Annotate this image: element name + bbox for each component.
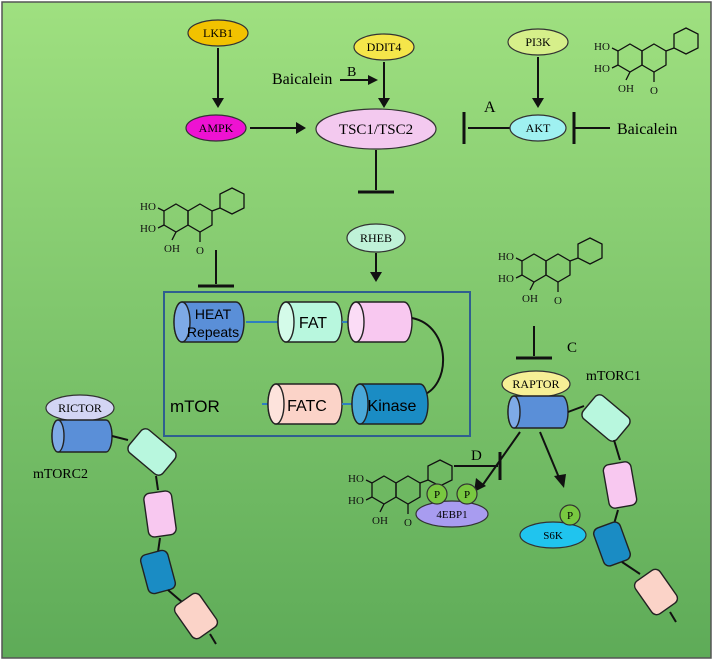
svg-text:FAT: FAT <box>299 315 327 332</box>
mtorc1-to-s6k-arrow <box>539 431 561 481</box>
fat-domain: FAT <box>277 301 343 343</box>
s6k-node: S6K P <box>519 504 587 549</box>
domain-linker <box>411 317 444 397</box>
label-a: A <box>484 99 496 116</box>
svg-text:O: O <box>404 517 412 529</box>
fatc-domain: FATC <box>262 383 343 425</box>
rheb-label: RHEB <box>360 231 392 245</box>
raptor-label: RAPTOR <box>512 377 559 391</box>
svg-text:O: O <box>554 295 562 307</box>
baicalein-a-label: Baicalein <box>617 121 677 138</box>
svg-text:OH: OH <box>164 243 180 255</box>
rictor-node: RICTOR <box>45 394 115 422</box>
baicalein-molecule-top: HO HO OH O <box>594 27 699 97</box>
baicalein-b-label: Baicalein <box>272 71 332 88</box>
lkb1-node: LKB1 <box>187 19 249 47</box>
tsc1-tsc2-node: TSC1/TSC2 <box>315 108 437 150</box>
pi3k-node: PI3K <box>507 28 569 56</box>
rictor-label: RICTOR <box>58 401 102 415</box>
svg-text:HO: HO <box>498 251 514 263</box>
mtor-box <box>163 291 471 437</box>
mtorc1-chain <box>507 394 679 623</box>
mtor-label: mTOR <box>170 397 220 416</box>
ampk-label: AMPK <box>199 121 234 135</box>
rheb-node: RHEB <box>346 223 406 253</box>
akt-node: AKT <box>509 114 567 142</box>
baicalein-molecule-bottom: HO HO OH O <box>348 459 453 529</box>
svg-text:HO: HO <box>140 223 156 235</box>
tsc-label: TSC1/TSC2 <box>339 122 413 138</box>
mtorc2-chain <box>51 419 219 645</box>
svg-text:O: O <box>650 85 658 97</box>
phospho-badge: P <box>567 510 573 522</box>
frb-domain <box>347 301 413 343</box>
svg-text:OH: OH <box>522 293 538 305</box>
ddit4-node: DDIT4 <box>353 33 415 61</box>
svg-text:Kinase: Kinase <box>368 398 417 415</box>
4ebp1-node: 4EBP1 P P <box>415 483 489 528</box>
akt-label: AKT <box>526 121 551 135</box>
ampk-node: AMPK <box>185 114 247 142</box>
raptor-node: RAPTOR <box>501 370 571 398</box>
baicalein-molecule-left: HO HO OH O <box>140 187 245 257</box>
svg-text:Repeats: Repeats <box>187 324 239 340</box>
heat-repeats-domain: HEAT Repeats <box>173 301 245 343</box>
label-d: D <box>471 448 482 464</box>
baicalein-molecule-right: HO HO OH O <box>498 237 603 307</box>
svg-text:OH: OH <box>618 83 634 95</box>
svg-text:HO: HO <box>140 201 156 213</box>
svg-text:HO: HO <box>348 495 364 507</box>
mtorc2-label: mTORC2 <box>33 467 88 482</box>
phospho-badge: P <box>464 489 470 501</box>
svg-text:OH: OH <box>372 515 388 527</box>
svg-text:FATC: FATC <box>287 398 327 415</box>
pi3k-label: PI3K <box>525 35 551 49</box>
label-b: B <box>347 65 356 80</box>
mtorc1-label: mTORC1 <box>586 369 641 384</box>
s6k-label: S6K <box>543 530 563 542</box>
svg-text:HO: HO <box>594 63 610 75</box>
svg-text:HO: HO <box>348 473 364 485</box>
lkb1-label: LKB1 <box>203 26 233 40</box>
svg-text:O: O <box>196 245 204 257</box>
svg-text:HEAT: HEAT <box>195 306 232 322</box>
svg-text:HO: HO <box>594 41 610 53</box>
ddit4-label: DDIT4 <box>367 40 402 54</box>
kinase-domain: Kinase <box>351 383 429 425</box>
label-c: C <box>567 340 577 356</box>
phospho-badge: P <box>434 489 440 501</box>
svg-text:HO: HO <box>498 273 514 285</box>
4ebp1-label: 4EBP1 <box>436 509 467 521</box>
